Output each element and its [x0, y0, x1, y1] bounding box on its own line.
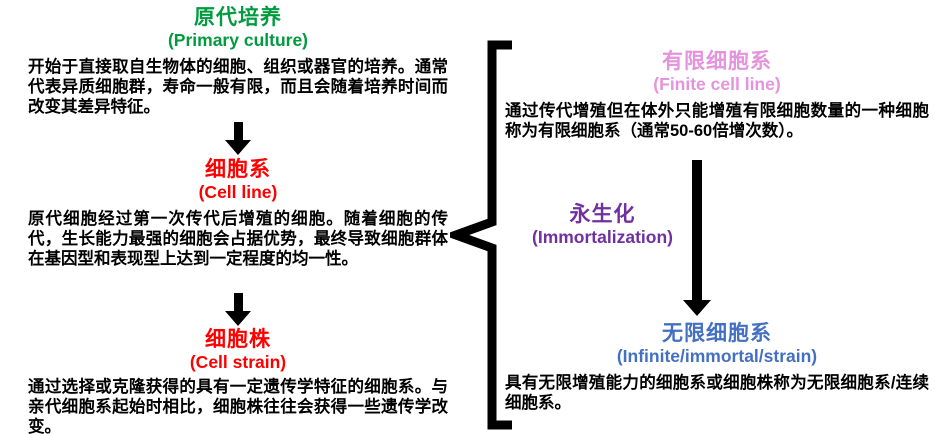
cell-strain-description: 通过选择或克隆获得的具有一定遗传学特征的细胞系。与亲代细胞系起始时相比，细胞株往… — [28, 378, 448, 434]
immortalization-title-en: (Immortalization) — [532, 227, 673, 247]
arrow-shaft — [692, 160, 702, 300]
cell-line-description: 原代细胞经过第一次传代后增殖的细胞。随着细胞的传代，生长能力最强的细胞会占据优势… — [28, 210, 448, 269]
cell-line-title-zh: 细胞系 — [205, 158, 271, 181]
long-down-arrow-icon — [683, 160, 711, 316]
infinite-cell-line-title-en: (Infinite/immortal/strain) — [616, 346, 818, 366]
infinite-cell-line-section: 无限细胞系 (Infinite/immortal/strain) 具有无限增殖能… — [505, 322, 929, 413]
arrow-head — [683, 300, 711, 316]
primary-culture-title-en: (Primary culture) — [167, 30, 309, 50]
finite-cell-line-title-en: (Finite cell line) — [653, 74, 781, 94]
finite-cell-line-description: 通过传代增殖但在体外只能增殖有限细胞数量的一种细胞称为有限细胞系（通常50-60… — [505, 102, 929, 141]
immortalization-title-zh: 永生化 — [569, 203, 636, 226]
primary-culture-description: 开始于直接取自生物体的细胞、组织或器官的培养。通常代表异质细胞群，寿命一般有限，… — [28, 58, 448, 117]
immortalization-label: 永生化 (Immortalization) — [505, 203, 700, 248]
arrow-shaft — [233, 122, 243, 140]
cell-strain-title-zh: 细胞株 — [205, 328, 271, 351]
arrow-head — [225, 140, 251, 155]
primary-culture-section: 原代培养 (Primary culture) 开始于直接取自生物体的细胞、组织或… — [28, 6, 448, 117]
curly-brace-icon — [450, 40, 512, 430]
down-arrow-icon — [225, 122, 251, 155]
cell-strain-section: 细胞株 (Cell strain) 通过选择或克隆获得的具有一定遗传学特征的细胞… — [28, 328, 448, 434]
primary-culture-title-zh: 原代培养 — [194, 6, 282, 29]
down-arrow-icon — [225, 293, 251, 326]
cell-line-title-en: (Cell line) — [198, 182, 278, 202]
infinite-cell-line-description: 具有无限增殖能力的细胞系或细胞株称为无限细胞系/连续细胞系。 — [505, 374, 929, 413]
infinite-cell-line-title-zh: 无限细胞系 — [662, 322, 772, 345]
arrow-head — [225, 311, 251, 326]
cell-line-section: 细胞系 (Cell line) 原代细胞经过第一次传代后增殖的细胞。随着细胞的传… — [28, 158, 448, 269]
cell-strain-title-en: (Cell strain) — [189, 352, 287, 372]
finite-cell-line-title-zh: 有限细胞系 — [662, 50, 772, 73]
arrow-shaft — [233, 293, 243, 311]
finite-cell-line-section: 有限细胞系 (Finite cell line) 通过传代增殖但在体外只能增殖有… — [505, 50, 929, 141]
